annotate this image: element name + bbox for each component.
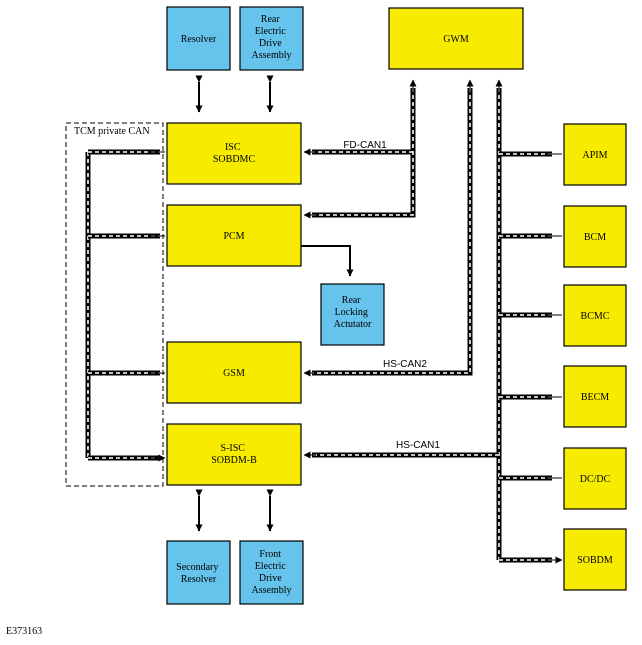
svg-text:S-ISC SOBDM-B: S-ISC SOBDM-B <box>211 443 257 466</box>
sobdm-box: SOBDM <box>563 528 627 591</box>
figure-reference: E373163 <box>6 626 42 637</box>
fd-can1-label: FD-CAN1 <box>343 140 387 151</box>
hs-can1-bus <box>303 79 562 560</box>
svg-text:Resolver: Resolver <box>181 34 217 45</box>
fd-can1-bus <box>303 79 417 219</box>
svg-text:Rear Electric Driv: Rear Electric Drive Assembly <box>252 14 292 61</box>
dc-dc-box: DC/DC <box>563 447 627 510</box>
rear-electric-drive-assembly-box: Rear Electric Drive Assembly <box>239 6 304 71</box>
isc-sobdmc-box: ISC SOBDMC <box>166 122 302 185</box>
tcm-private-can-label: TCM private CAN <box>74 126 150 137</box>
pcm-box: PCM <box>166 204 302 267</box>
svg-text:ISC SOBDMC: ISC SOBDMC <box>213 142 256 165</box>
secondary-resolver-box: Secondary Resolver <box>166 540 231 605</box>
svg-text:PCM: PCM <box>223 231 244 242</box>
svg-text:APIM: APIM <box>582 150 607 161</box>
svg-text:GSM: GSM <box>223 368 245 379</box>
hs-can2-label: HS-CAN2 <box>383 359 427 370</box>
svg-text:SOBDM: SOBDM <box>577 555 613 566</box>
bcm-box: BCM <box>563 205 627 268</box>
svg-text:BCM: BCM <box>584 232 606 243</box>
apim-box: APIM <box>563 123 627 186</box>
svg-text:BCMC: BCMC <box>581 311 610 322</box>
bcmc-box: BCMC <box>563 284 627 347</box>
hs-can1-label: HS-CAN1 <box>396 440 440 451</box>
tcm-private-can-bus <box>85 149 165 458</box>
svg-text:DC/DC: DC/DC <box>580 474 611 485</box>
becm-box: BECM <box>563 365 627 428</box>
svg-text:Rear Locking Actut: Rear Locking Actutator <box>334 295 372 330</box>
gwm-box: GWM <box>388 7 524 70</box>
resolver-box: Resolver <box>166 6 231 71</box>
front-electric-drive-assembly-box: Front Electric Drive Assembly <box>239 540 304 605</box>
svg-text:GWM: GWM <box>443 34 469 45</box>
gsm-box: GSM <box>166 341 302 404</box>
s-isc-sobdm-b-box: S-ISC SOBDM-B <box>166 423 302 486</box>
tcm-private-can-region <box>65 122 164 487</box>
hardwired-links <box>195 75 354 532</box>
svg-text:BECM: BECM <box>581 392 609 403</box>
hs-can2-bus <box>303 79 474 377</box>
bus-lines <box>85 79 562 560</box>
svg-text:Secondary Resolver: Secondary Resolver <box>176 562 221 585</box>
rear-locking-actuator-box: Rear Locking Actutator <box>320 283 385 346</box>
svg-text:Front Electric Dri: Front Electric Drive Assembly <box>252 549 292 596</box>
